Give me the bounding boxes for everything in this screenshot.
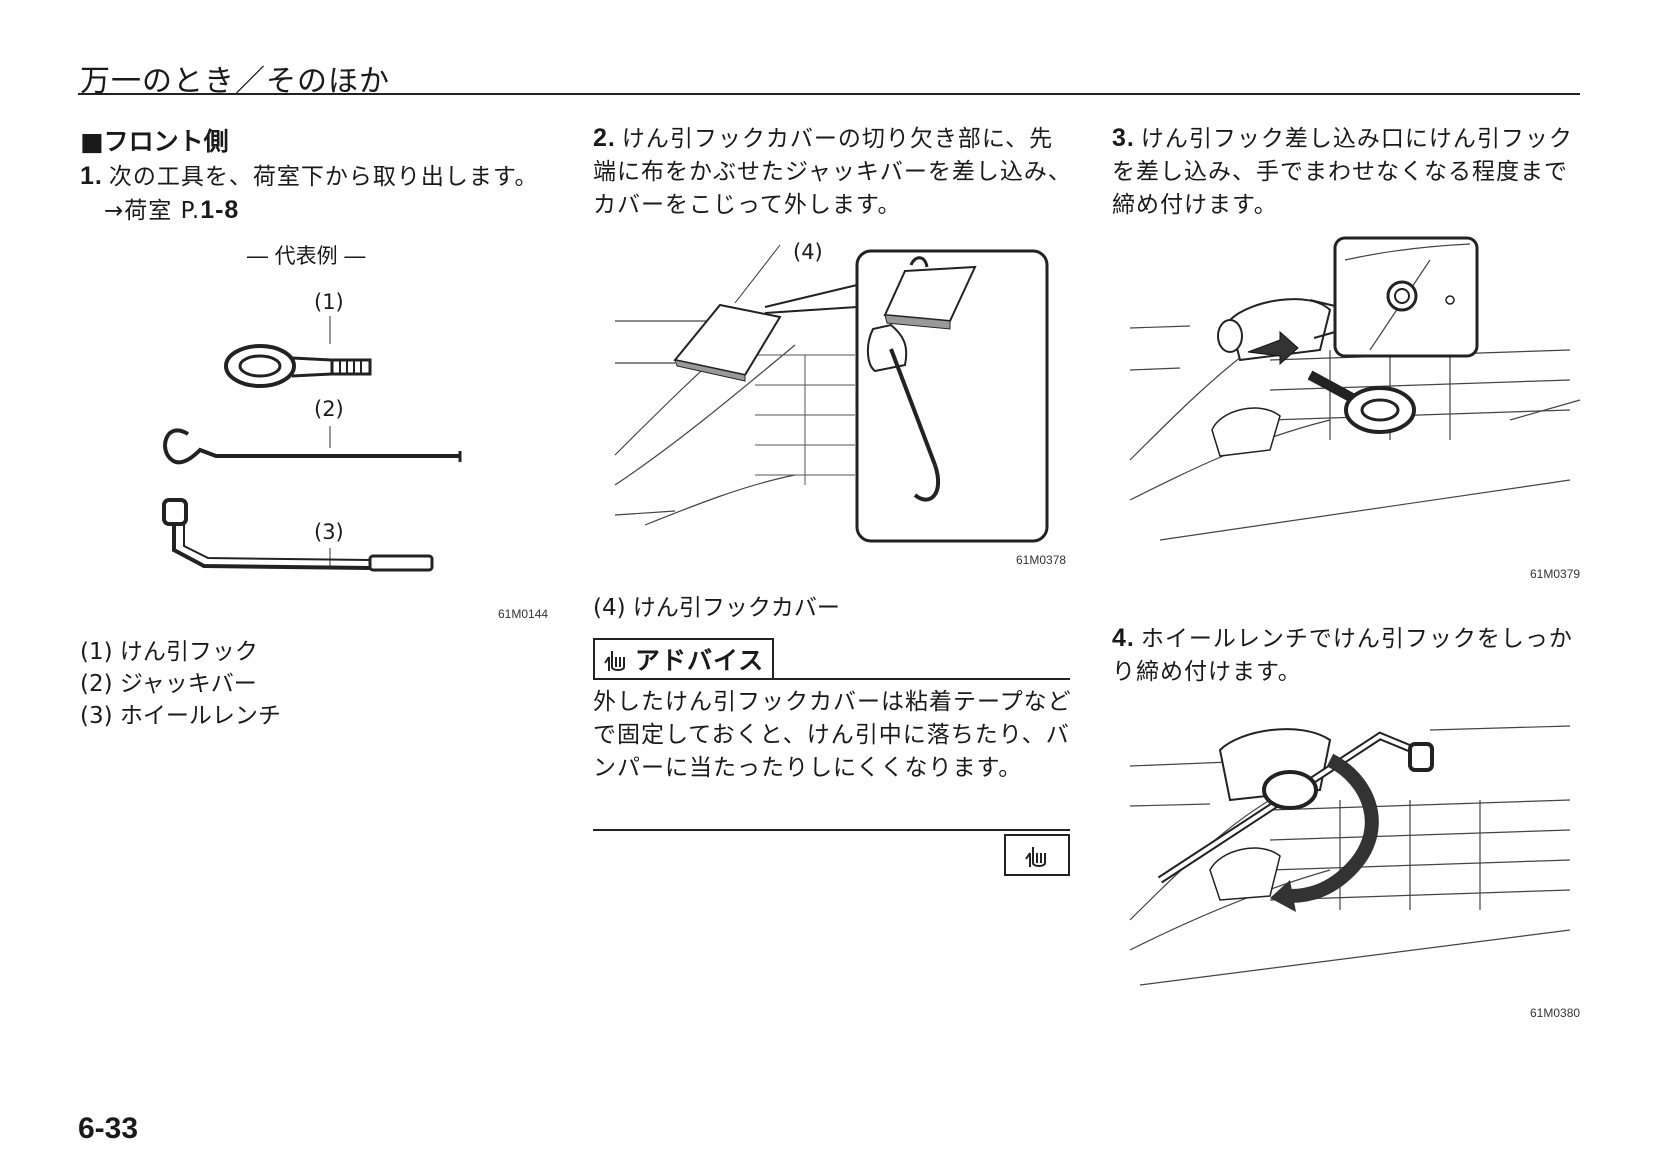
step-2: 2.けん引フックカバーの切り欠き部に、先端に布をかぶせたジャッキバーを差し込み、… [593,122,1075,222]
figure-label-4: (4) [793,240,823,264]
step-text: けん引フック差し込み口にけん引フックを差し込み、手でまわせなくなる程度まで締め付… [1112,126,1573,218]
tow-hook-cover-icon [673,303,782,382]
section-title: ■フロント側 [80,127,229,156]
step-4: 4.ホイールレンチでけん引フックをしっかり締め付けます。 [1112,622,1587,689]
caption-item: (2) ジャッキバー [80,671,257,697]
insert-arrow-icon [1247,330,1299,366]
step-text: けん引フックカバーの切り欠き部に、先端に布をかぶせたジャッキバーを差し込み、カバ… [593,126,1072,218]
reference-page: 1-8 [200,196,240,224]
arrow-icon [909,256,929,268]
header-rule [78,93,1580,95]
rotation-arrow-icon [1289,753,1379,903]
advice-rule [593,678,1070,680]
page-reference: →荷室 P.1-8 [80,194,570,228]
pointing-hand-icon [1025,847,1046,867]
advice-title: アドバイス [635,646,765,675]
tow-hook-icon [224,344,372,388]
step-1: 1.次の工具を、荷室下から取り出します。 →荷室 P.1-8 [80,160,570,228]
figure-label-2: (2) [314,397,344,421]
pointing-hand-icon [604,651,625,671]
figure-code-4: 61M0380 [1530,1006,1581,1020]
advice-header: アドバイス [593,638,775,680]
caption-item: (1) けん引フック [80,639,258,665]
wheel-wrench-icon [1157,731,1434,884]
figure-caption-4: (4) けん引フックカバー [593,595,840,621]
grille-lines [755,354,855,485]
arrow-head-icon [1270,880,1296,912]
jack-bar-prying-icon [867,256,977,502]
step-number: 4. [1112,624,1135,652]
figure-label-3: (3) [314,520,344,544]
reference-prefix: →荷室 P. [104,198,201,224]
wheel-wrench-icon [162,498,434,572]
jack-bar-icon [163,428,462,465]
step-number: 2. [593,124,616,152]
step-text: 次の工具を、荷室下から取り出します。 [108,164,539,190]
step-text: ホイールレンチでけん引フックをしっかり締め付けます。 [1112,626,1573,685]
hook-insertion-illustration [1129,236,1581,541]
caption-item: (3) ホイールレンチ [80,703,281,729]
page-number: 6-33 [78,1112,139,1145]
hook-cover-removal-illustration [614,244,1049,543]
tool-caption-list: (1) けん引フック (2) ジャッキバー (3) ホイールレンチ [80,636,281,732]
advice-end-rule [593,829,1070,831]
advice-text: 外したけん引フックカバーは粘着テープなどで固定しておくと、けん引中に落ちたり、バ… [593,689,1072,781]
figure-caption-representative: ― 代表例 ― [247,244,366,268]
bumper-lines [1129,325,1581,541]
tools-illustration [162,316,462,572]
step-number: 3. [1112,124,1135,152]
figure-code-2: 61M0378 [1016,553,1067,567]
wrench-tightening-illustration [1129,725,1571,986]
figure-code-3: 61M0379 [1530,567,1581,581]
step-number: 1. [80,162,103,190]
step-3: 3.けん引フック差し込み口にけん引フックを差し込み、手でまわせなくなる程度まで締… [1112,122,1587,222]
advice-end-marker [1004,834,1070,876]
figure-code-1: 61M0144 [498,607,549,621]
figure-label-1: (1) [314,290,344,314]
tow-hook-icon [1307,370,1416,434]
